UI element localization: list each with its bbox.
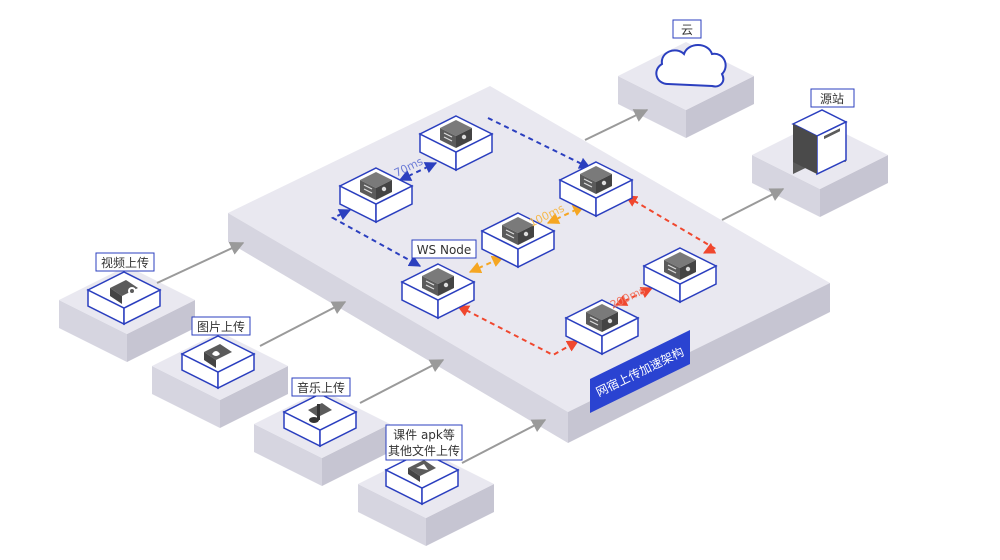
label-cloud: 云 — [672, 19, 702, 39]
source-tile-2 — [180, 335, 256, 390]
arrow-music-to-platform — [359, 359, 445, 404]
arrow-video-to-platform — [156, 241, 245, 284]
label-origin: 源站 — [810, 88, 855, 108]
red-path-right — [624, 195, 717, 254]
platform-left-face — [228, 213, 568, 443]
arrow-platform-to-cloud — [584, 109, 649, 141]
label-music: 音乐上传 — [291, 377, 351, 397]
ws-node-2 — [338, 167, 414, 224]
server-icon — [586, 304, 618, 332]
ws-node-3 — [558, 161, 634, 218]
ws-node-7 — [564, 299, 640, 356]
server-icon — [360, 172, 392, 200]
source-tiles — [86, 271, 460, 506]
orange-path-100a — [468, 256, 505, 273]
video-label: 视频上传 — [101, 255, 149, 270]
blue-path-top — [487, 117, 592, 169]
file-label-line1: 课件 apk等 — [393, 428, 455, 442]
blue-path-70 — [398, 162, 438, 181]
label-image: 图片上传 — [191, 316, 251, 336]
cloud-icon — [655, 44, 727, 88]
arrow-file-to-platform — [461, 419, 547, 464]
platform-right-face — [568, 283, 830, 443]
ws-node-4 — [480, 212, 556, 269]
ws-node-label: WS Node — [417, 243, 472, 257]
label-file: 课件 apk等 其他文件上传 — [385, 424, 463, 461]
arrow-platform-to-origin — [721, 188, 785, 221]
source-tile-4 — [384, 451, 460, 506]
server-icon — [664, 252, 696, 280]
ws-node-5 — [400, 263, 476, 320]
source-tile-1 — [86, 271, 162, 326]
file-label-line2: 其他文件上传 — [388, 443, 460, 458]
image-label: 图片上传 — [197, 319, 245, 334]
cloud-label: 云 — [681, 23, 693, 37]
file-icon — [408, 460, 436, 482]
blue-path-left — [330, 209, 422, 267]
arrow-image-to-platform — [259, 301, 347, 347]
server-icon — [502, 217, 534, 245]
ws-nodes — [338, 115, 718, 356]
music-icon — [308, 403, 332, 423]
ws-node-1 — [418, 115, 494, 172]
red-path-200 — [614, 287, 654, 306]
video-icon — [110, 280, 138, 304]
label-ws-node: WS Node — [411, 239, 477, 259]
latency-paths — [330, 117, 717, 357]
music-label: 音乐上传 — [297, 380, 345, 395]
server-icon — [580, 166, 612, 194]
server-icon — [422, 268, 454, 296]
connectors — [156, 109, 785, 464]
label-video: 视频上传 — [95, 252, 155, 272]
image-icon — [204, 344, 232, 368]
ws-node-6 — [642, 247, 718, 304]
origin-label: 源站 — [820, 92, 844, 106]
server-icon — [440, 120, 472, 148]
orange-path-100b — [546, 205, 586, 224]
origin-server-icon — [791, 109, 848, 176]
source-tile-3 — [282, 393, 358, 448]
